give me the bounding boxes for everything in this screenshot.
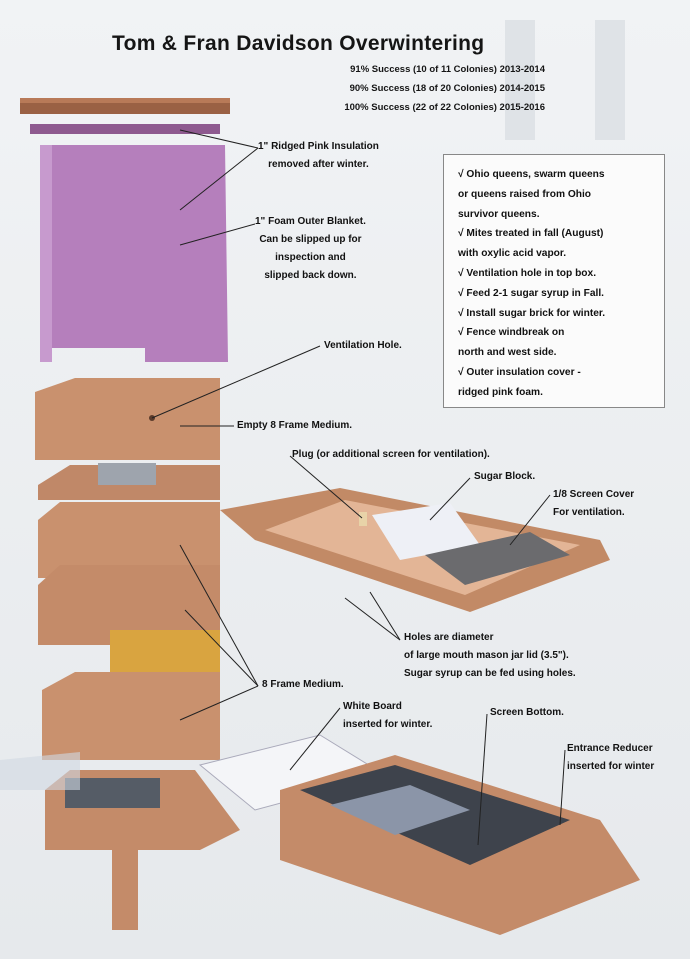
label-holes: Holes are diameter of large mouth mason … bbox=[404, 629, 576, 683]
success-line: 90% Success (18 of 20 Colonies) 2014-201… bbox=[349, 83, 545, 94]
frame-medium-box-1 bbox=[38, 502, 220, 578]
checklist-line: √ Outer insulation cover - bbox=[458, 366, 581, 378]
label-frame-medium: 8 Frame Medium. bbox=[262, 679, 344, 690]
label-line: removed after winter. bbox=[268, 159, 369, 170]
label-white-board: White Board inserted for winter. bbox=[343, 698, 432, 734]
label-line: 1" Ridged Pink Insulation bbox=[258, 141, 379, 152]
checklist-line: √ Ohio queens, swarm queens bbox=[458, 169, 605, 180]
label-line: Entrance Reducer bbox=[567, 743, 653, 754]
label-line: White Board bbox=[343, 701, 402, 712]
frame-medium-box-3 bbox=[42, 672, 220, 760]
pink-insulation-board bbox=[30, 124, 220, 134]
checklist-box: √ Ohio queens, swarm queens or queens ra… bbox=[443, 154, 665, 408]
label-line: slipped back down. bbox=[264, 270, 357, 281]
checklist-line: or queens raised from Ohio bbox=[458, 188, 592, 200]
plug bbox=[359, 512, 367, 526]
label-line: 1/8 Screen Cover bbox=[553, 489, 635, 500]
checklist-line: north and west side. bbox=[458, 347, 557, 359]
label-line: inspection and bbox=[275, 252, 346, 263]
checklist-line: √ Feed 2-1 sugar syrup in Fall. bbox=[458, 287, 604, 299]
label-line: of large mouth mason jar lid (3.5"). bbox=[404, 650, 569, 661]
success-line: 100% Success (22 of 22 Colonies) 2015-20… bbox=[344, 102, 545, 113]
label-line: For ventilation. bbox=[553, 507, 625, 518]
label-plug: Plug (or additional screen for ventilati… bbox=[292, 449, 490, 460]
label-line: inserted for winter bbox=[567, 761, 655, 772]
label-entrance-reducer: Entrance Reducer inserted for winter bbox=[567, 740, 654, 776]
label-ventilation-hole: Ventilation Hole. bbox=[324, 340, 402, 351]
label-line: Holes are diameter bbox=[404, 632, 494, 643]
foam-outer-blanket bbox=[40, 145, 228, 362]
label-screen-cover: 1/8 Screen Cover For ventilation. bbox=[553, 486, 634, 522]
screen-cover bbox=[425, 532, 570, 585]
checklist-line: √ Install sugar brick for winter. bbox=[458, 307, 606, 319]
label-line: 1" Foam Outer Blanket. bbox=[255, 216, 366, 227]
label-pink-insulation: 1" Ridged Pink Insulation removed after … bbox=[258, 138, 379, 174]
checklist-line: ridged pink foam. bbox=[458, 386, 543, 398]
background-watermark bbox=[505, 20, 625, 140]
checklist-line: √ Ventilation hole in top box. bbox=[458, 267, 597, 279]
label-line: Can be slipped up for bbox=[259, 234, 362, 245]
empty-medium-box bbox=[35, 378, 220, 460]
label-sugar-block: Sugar Block. bbox=[474, 471, 536, 482]
label-line: Sugar syrup can be fed using holes. bbox=[404, 668, 576, 679]
checklist-line: survivor queens. bbox=[458, 208, 540, 220]
screen-bottom bbox=[330, 785, 470, 835]
frame-medium-box-2 bbox=[38, 565, 220, 645]
checklist-line: √ Mites treated in fall (August) bbox=[458, 228, 604, 240]
page-title: Tom & Fran Davidson Overwintering bbox=[112, 32, 485, 55]
label-foam-blanket: 1" Foam Outer Blanket. Can be slipped up… bbox=[255, 213, 366, 285]
label-empty-medium: Empty 8 Frame Medium. bbox=[237, 420, 353, 431]
checklist-line: √ Fence windbreak on bbox=[458, 327, 565, 339]
label-line: inserted for winter. bbox=[343, 719, 433, 730]
leader-lines bbox=[151, 129, 566, 846]
label-screen-bottom: Screen Bottom. bbox=[490, 707, 564, 718]
success-line: 91% Success (10 of 11 Colonies) 2013-201… bbox=[350, 64, 545, 75]
checklist-line: with oxylic acid vapor. bbox=[458, 248, 567, 260]
sugar-block bbox=[372, 503, 480, 560]
